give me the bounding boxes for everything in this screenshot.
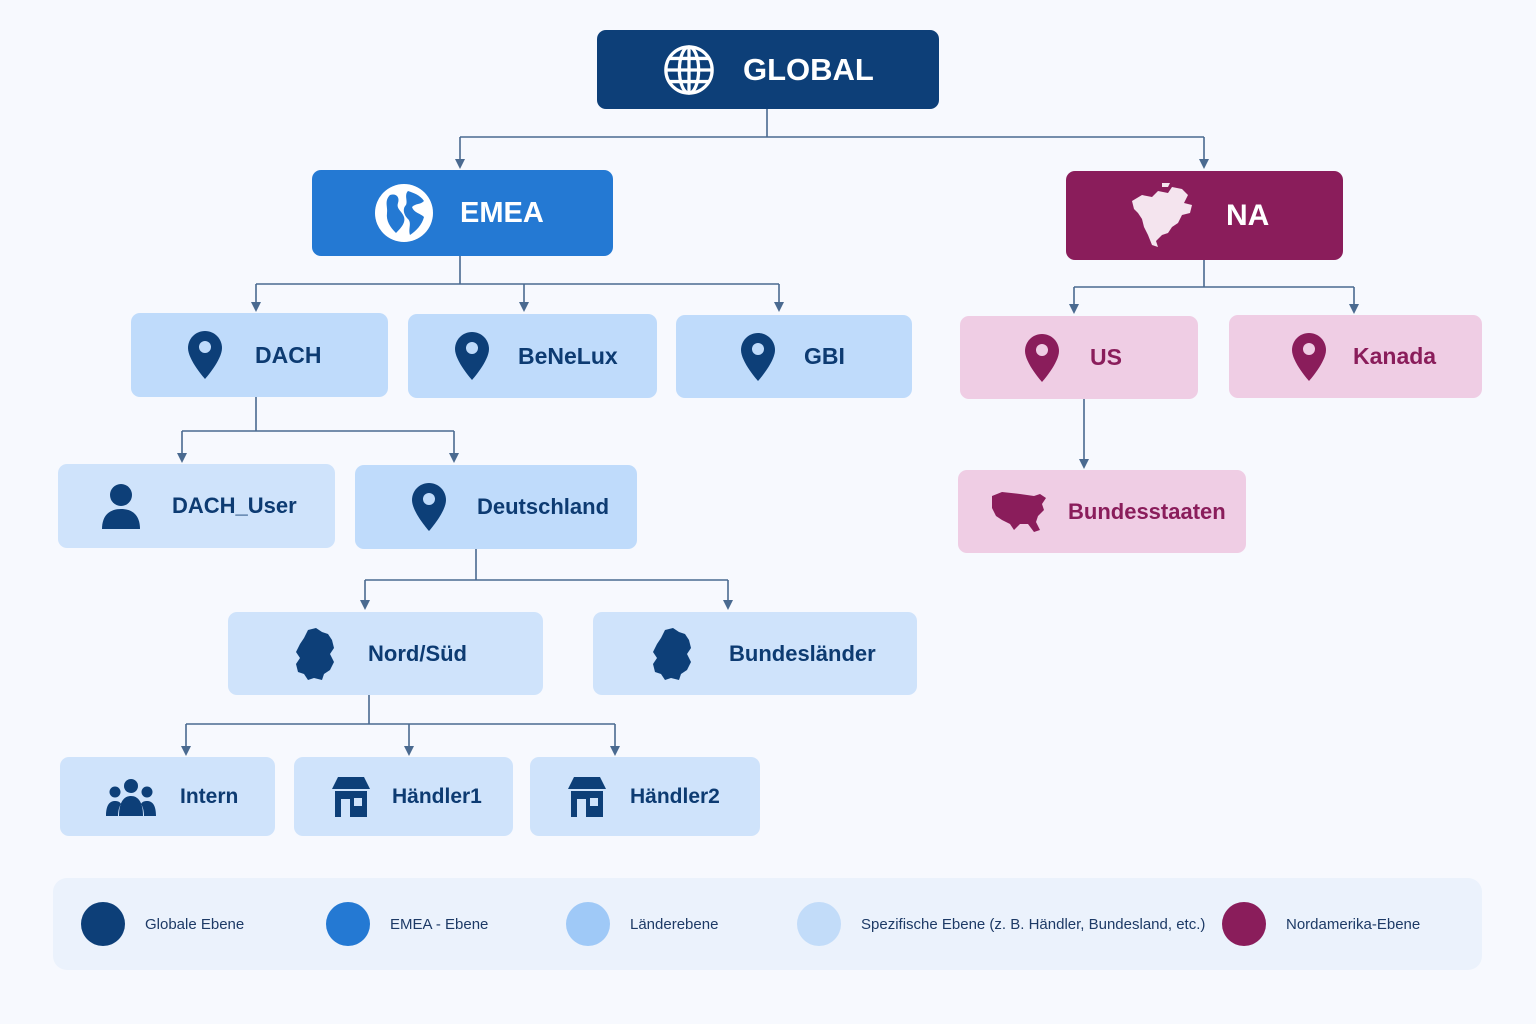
- legend-item-na: Nordamerika-Ebene: [1222, 902, 1420, 946]
- node-label: Kanada: [1353, 343, 1437, 369]
- connector-global-to-regions: [460, 108, 1204, 138]
- earth-icon: [374, 183, 434, 243]
- legend-item-specific: Spezifische Ebene (z. B. Händler, Bundes…: [797, 902, 1205, 946]
- location-pin-icon: [187, 331, 223, 379]
- legend-label: Nordamerika-Ebene: [1286, 915, 1421, 933]
- legend-item-country: Länderebene: [566, 902, 718, 946]
- node-label: BeNeLux: [518, 342, 618, 369]
- location-pin-icon: [1291, 332, 1327, 381]
- node-bundesstaaten: Bundesstaaten: [958, 470, 1246, 553]
- node-dach-user: DACH_User: [58, 464, 335, 548]
- connector-na-to-countries: [1074, 260, 1354, 288]
- usa-map-icon: [990, 490, 1048, 534]
- legend-label: EMEA - Ebene: [390, 915, 489, 933]
- legend-label: Globale Ebene: [145, 915, 245, 933]
- germany-map-icon: [651, 627, 693, 680]
- node-haendler2: Händler2: [530, 757, 760, 836]
- node-label: Deutschland: [477, 494, 610, 519]
- node-na: NA: [1066, 171, 1343, 260]
- connector-emea-to-countries: [256, 256, 779, 285]
- location-pin-icon: [1024, 333, 1060, 382]
- node-global: GLOBAL: [597, 30, 939, 109]
- group-icon: [106, 778, 156, 816]
- node-label: Händler1: [392, 784, 482, 808]
- legend-swatch: [566, 902, 610, 946]
- legend-item-global: Globale Ebene: [81, 902, 244, 946]
- node-label: NA: [1226, 198, 1270, 232]
- node-label: Intern: [180, 784, 239, 808]
- node-label: Nord/Süd: [368, 640, 467, 666]
- legend-swatch: [1222, 902, 1266, 946]
- node-gbi: GBI: [676, 315, 912, 398]
- node-intern: Intern: [60, 757, 275, 836]
- node-label: Händler2: [630, 784, 720, 808]
- node-label: Bundesstaaten: [1068, 498, 1226, 524]
- node-benelux: BeNeLux: [408, 314, 657, 398]
- node-haendler1: Händler1: [294, 757, 513, 836]
- legend-label: Spezifische Ebene (z. B. Händler, Bundes…: [861, 915, 1206, 933]
- node-bundeslaender: Bundesländer: [593, 612, 917, 695]
- node-label: DACH: [255, 341, 322, 368]
- user-icon: [100, 483, 142, 529]
- legend: Globale Ebene EMEA - Ebene Länderebene S…: [53, 878, 1482, 970]
- node-us: US: [960, 316, 1198, 399]
- node-nord-sued: Nord/Süd: [228, 612, 543, 695]
- node-label: US: [1090, 344, 1122, 370]
- node-kanada: Kanada: [1229, 315, 1482, 398]
- store-icon: [568, 776, 606, 817]
- location-pin-icon: [411, 483, 447, 531]
- north-america-map-icon: [1128, 182, 1198, 249]
- legend-swatch: [797, 902, 841, 946]
- connector-nord-sued-to-children: [186, 695, 615, 725]
- legend-swatch: [81, 902, 125, 946]
- node-label: DACH_User: [172, 493, 297, 518]
- node-dach: DACH: [131, 313, 388, 397]
- node-label: EMEA: [460, 196, 544, 229]
- store-icon: [332, 776, 370, 817]
- legend-item-emea: EMEA - Ebene: [326, 902, 488, 946]
- connector-deutschland-to-children: [365, 548, 728, 581]
- legend-swatch: [326, 902, 370, 946]
- connector-dach-to-children: [182, 397, 454, 432]
- location-pin-icon: [454, 332, 490, 380]
- legend-label: Länderebene: [630, 915, 719, 933]
- location-pin-icon: [740, 332, 776, 381]
- germany-map-icon: [294, 627, 336, 680]
- node-label: Bundesländer: [729, 640, 876, 666]
- globe-icon: [661, 42, 717, 98]
- node-deutschland: Deutschland: [355, 465, 637, 549]
- node-label: GLOBAL: [743, 51, 874, 87]
- node-label: GBI: [804, 343, 845, 369]
- node-emea: EMEA: [312, 170, 613, 256]
